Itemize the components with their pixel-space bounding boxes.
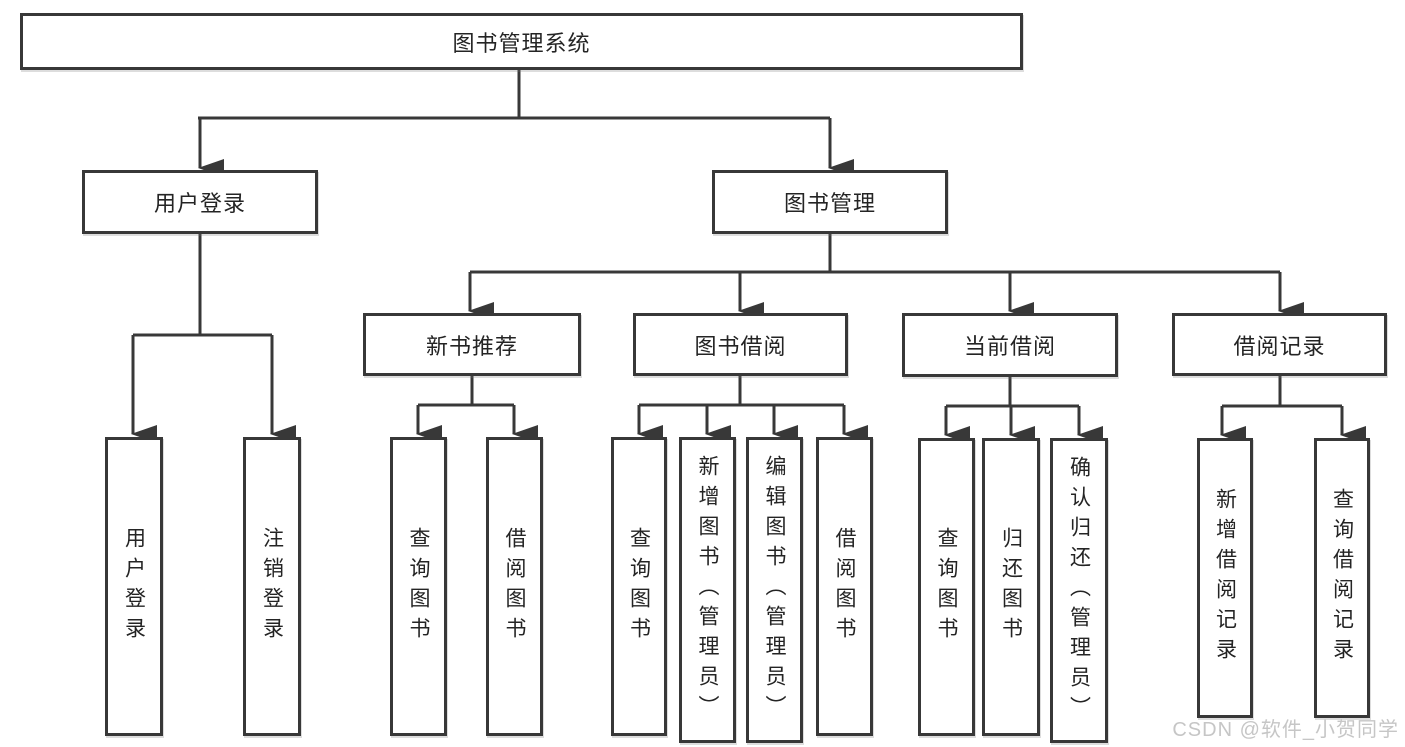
connector-current-borrow-split: [946, 377, 1079, 408]
node-current-borrowing: 当前借阅: [902, 313, 1118, 377]
connector-borrow-records-split: [1222, 376, 1342, 408]
leaf-logout: 注销登录: [243, 437, 301, 736]
leaf-query-borrow-record: 查询借阅记录: [1314, 438, 1370, 718]
node-library-management-system: 图书管理系统: [20, 13, 1023, 70]
leaf-borrow-books-recommend: 借阅图书: [486, 437, 543, 736]
node-book-management: 图书管理: [712, 170, 948, 234]
leaf-borrow-books-borrowing: 借阅图书: [816, 437, 873, 736]
node-user-login: 用户登录: [82, 170, 318, 234]
leaf-query-books-recommend: 查询图书: [390, 437, 447, 736]
leaf-query-books-borrowing: 查询图书: [611, 437, 667, 736]
connector-book-borrow-split: [639, 376, 844, 407]
connector-book-mgmt-split: [470, 234, 1280, 274]
node-borrowing-records: 借阅记录: [1172, 313, 1387, 376]
csdn-watermark: CSDN @软件_小贺同学: [1172, 719, 1399, 741]
leaf-user-login: 用户登录: [105, 437, 163, 736]
node-book-borrowing: 图书借阅: [633, 313, 848, 376]
leaf-confirm-return-admin: 确认归还（管理员）: [1050, 438, 1108, 743]
connector-user-login-split: [133, 234, 272, 337]
leaf-add-borrow-record: 新增借阅记录: [1197, 438, 1253, 718]
connector-root-to-level2: [198, 70, 830, 120]
leaf-return-books: 归还图书: [982, 438, 1040, 736]
connector-new-book-rec-split: [418, 376, 514, 407]
leaf-edit-book-admin: 编辑图书（管理员）: [746, 437, 803, 743]
leaf-add-book-admin: 新增图书（管理员）: [679, 437, 736, 743]
node-new-book-recommend: 新书推荐: [363, 313, 581, 376]
leaf-query-books-current: 查询图书: [918, 438, 975, 736]
